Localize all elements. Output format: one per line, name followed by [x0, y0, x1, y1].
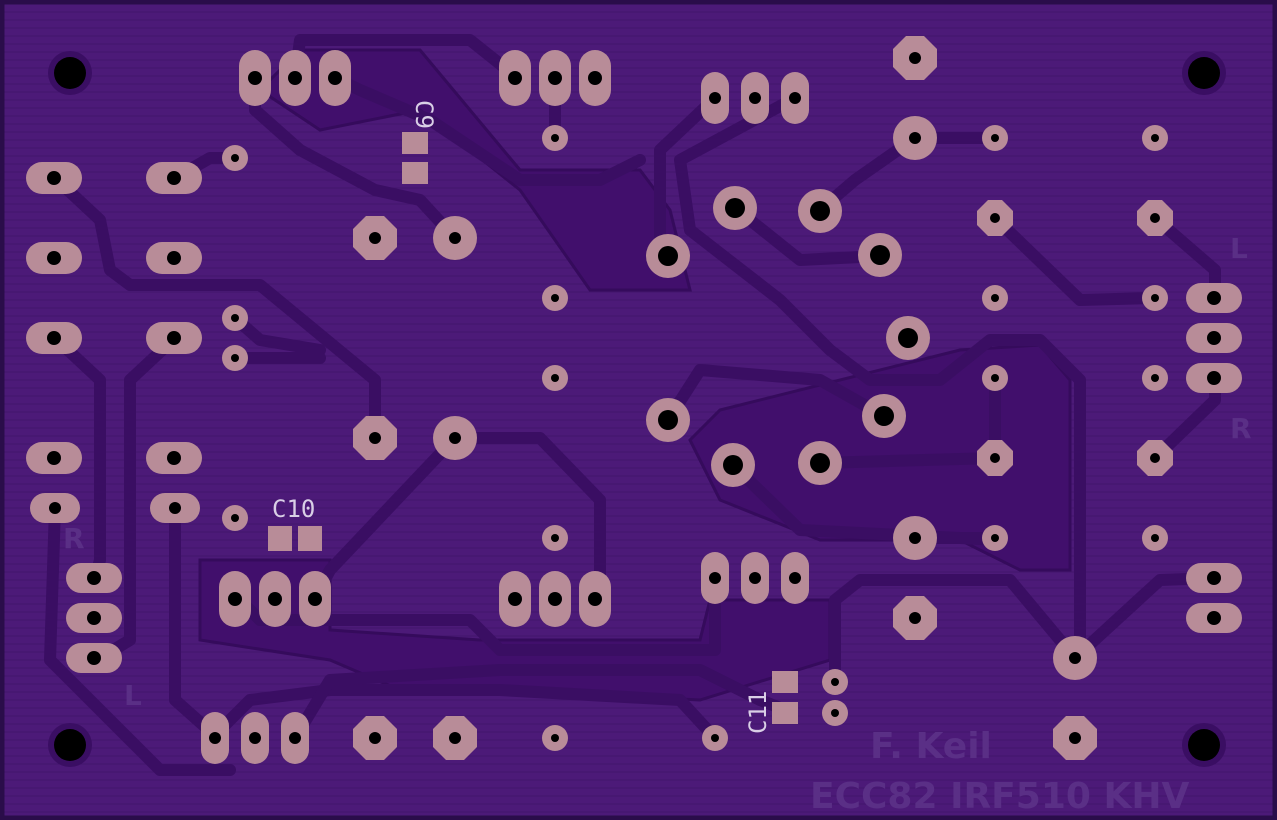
label-r-left: R [63, 522, 85, 555]
c9-pad-1 [402, 132, 428, 154]
label-r-right: R [1230, 412, 1252, 445]
traces [44, 34, 1221, 776]
label-c9: C9 [410, 100, 438, 129]
label-l-top-right: L [1230, 232, 1248, 265]
author-text: F. Keil [870, 726, 992, 767]
c11-pad-1 [772, 671, 798, 693]
octagon-pad-drills [369, 52, 1160, 744]
mounting-holes [48, 51, 1226, 767]
round-pads [433, 116, 1097, 680]
c11-pad-2 [772, 702, 798, 724]
c10-pad-1 [268, 526, 292, 551]
label-c10: C10 [272, 495, 315, 523]
board-title-text: ECC82 IRF510 KHV [810, 776, 1189, 817]
c10-pad-2 [298, 526, 322, 551]
jack-pads-left [26, 162, 202, 523]
vias [222, 125, 1168, 751]
label-l-bottom-left: L [124, 679, 142, 712]
c9-pad-2 [402, 162, 428, 184]
oval-pad-drills [47, 71, 1221, 744]
label-c11: C11 [744, 691, 772, 734]
smd-pads [268, 132, 798, 724]
